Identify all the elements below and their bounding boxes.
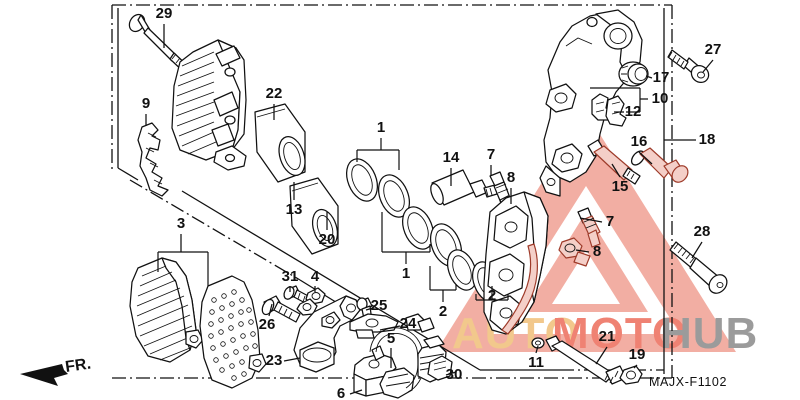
group-bracket-1-bottom (381, 212, 431, 264)
callout-10: 10 (652, 90, 669, 107)
part-12-retainer-clip (591, 93, 627, 127)
callout-16: 16 (631, 133, 648, 150)
callout-27: 27 (705, 41, 722, 58)
part-28-long-bolt (669, 241, 728, 294)
leader-lines (145, 24, 714, 395)
diagram-code: MAJX-F1102 (649, 375, 727, 389)
callout-8-upper: 8 (507, 169, 515, 186)
part-3-brake-pad-inner (129, 257, 204, 363)
seal-ring (446, 249, 478, 291)
callout-2-right: 2 (488, 287, 496, 304)
callout-12: 12 (625, 103, 642, 120)
caliper-body-right (483, 191, 549, 335)
brake-hose (369, 313, 435, 393)
callout-25: 25 (371, 297, 388, 314)
part-26-bolt (261, 295, 301, 323)
part-20-piston (289, 177, 339, 255)
callout-13: 13 (286, 201, 303, 218)
group-bracket-2-left (429, 266, 457, 302)
callout-28: 28 (694, 223, 711, 240)
caliper-body-left (171, 39, 247, 171)
part-5-lever (379, 367, 415, 399)
part-24-hose-clamp (349, 313, 399, 339)
callout-2-left: 2 (439, 303, 447, 320)
group-bracket-1-top (356, 138, 400, 170)
part-3-brake-pad-outer (199, 275, 267, 389)
callout-11: 11 (528, 354, 544, 371)
part-8-bleed-cap-lower (558, 237, 591, 267)
callout-7-lower: 7 (606, 213, 614, 230)
seal-ring (401, 206, 435, 250)
callout-4: 4 (311, 268, 320, 285)
part-9-pad-spring (137, 122, 169, 197)
seal-ring-stack (345, 158, 503, 303)
callout-30: 30 (446, 366, 463, 383)
callout-24: 24 (400, 315, 417, 332)
part-17-boot (618, 61, 649, 87)
caliper-bracket-right (539, 9, 643, 197)
callout-9: 9 (142, 95, 150, 112)
callout-19: 19 (629, 346, 646, 363)
callout-3: 3 (177, 215, 185, 232)
callout-15: 15 (612, 178, 629, 195)
part-15-slide-pin (587, 139, 641, 185)
inner-frame-lines (117, 8, 665, 374)
callout-17: 17 (653, 69, 670, 86)
part-4-nut (296, 287, 326, 316)
callout-22: 22 (266, 85, 283, 102)
part-16-slide-pin (630, 147, 689, 183)
seal-ring (377, 174, 411, 218)
callout-1-top: 1 (377, 119, 385, 136)
callout-8-lower: 8 (593, 243, 601, 260)
callout-23: 23 (266, 352, 283, 369)
callout-18: 18 (699, 131, 716, 148)
seal-ring (345, 158, 379, 202)
callout-1-bottom: 1 (402, 265, 410, 282)
callout-21: 21 (599, 328, 616, 345)
callout-20: 20 (319, 231, 336, 248)
callout-26: 26 (259, 316, 276, 333)
diagram-frame (111, 4, 673, 379)
part-7-bleed-valve-lower (577, 207, 601, 248)
part-22-piston (254, 103, 306, 183)
callout-7-upper: 7 (487, 146, 495, 163)
callout-numbers: 29 9 22 13 20 1 1 2 2 14 7 8 7 8 3 31 4 … (142, 5, 722, 400)
part-23-caliper-bracket (293, 295, 361, 373)
callout-31: 31 (282, 268, 299, 285)
group-bracket-10 (590, 87, 648, 113)
group-bracket-2-right (475, 286, 509, 301)
front-direction-arrow-icon (20, 364, 68, 386)
callout-6: 6 (337, 385, 345, 400)
callout-5: 5 (387, 330, 395, 347)
part-14-slide-pin (430, 169, 498, 206)
watermark-text-hub: HUB (660, 309, 758, 358)
part-30-clip (427, 355, 453, 381)
callout-14: 14 (443, 149, 460, 166)
front-direction-label: FR. (64, 356, 92, 376)
group-bracket-3-pads (157, 251, 209, 286)
callout-29: 29 (156, 5, 173, 22)
